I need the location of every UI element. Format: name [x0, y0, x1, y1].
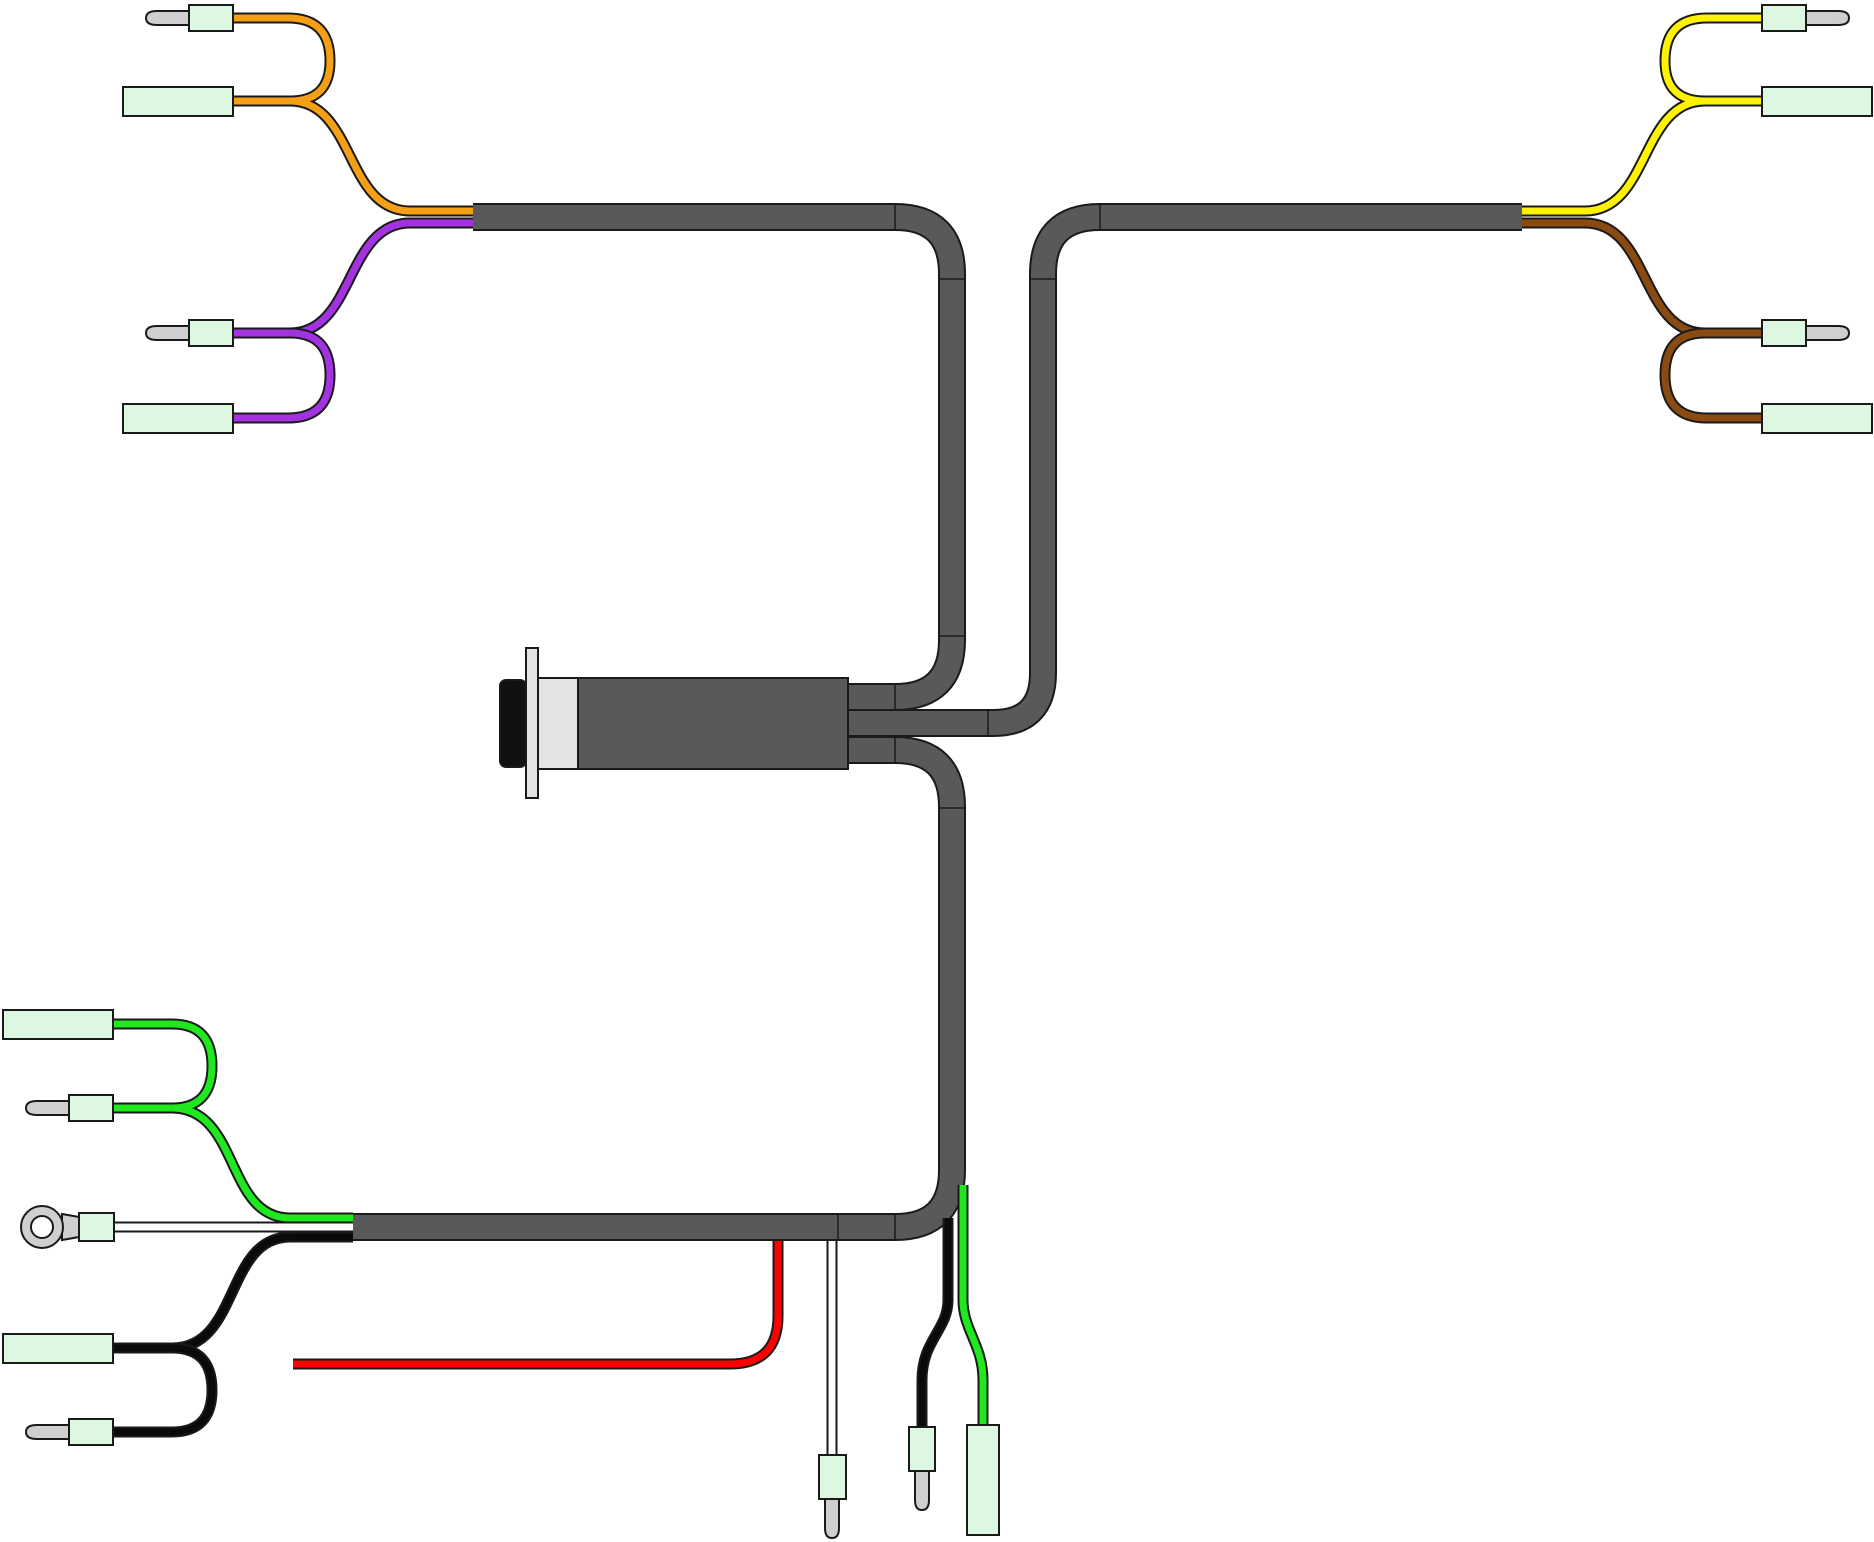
trunk-top-left	[473, 205, 964, 709]
spade-connector	[122, 86, 234, 117]
bullet-connector	[24, 1094, 114, 1122]
bullet-tip	[1805, 325, 1851, 341]
green-wire	[113, 1018, 353, 1224]
spade-connector	[1761, 86, 1873, 117]
bullet-connector	[908, 1426, 936, 1512]
bullet-connector	[818, 1454, 847, 1540]
black-wire-lower	[113, 1344, 216, 1436]
spade-connector	[966, 1424, 1000, 1536]
bullet-tip	[144, 10, 190, 26]
bullet-connector	[144, 319, 234, 347]
orange-wire-upper	[233, 14, 473, 215]
sheathed-trunks	[353, 203, 1522, 1241]
purple-wire	[233, 217, 473, 424]
orange-wire	[233, 12, 473, 217]
terminal-sleeve	[1761, 319, 1807, 347]
green-wire-bottom	[957, 1185, 989, 1425]
wires	[113, 12, 1762, 1455]
yellow-wire	[1522, 12, 1762, 217]
terminal-sleeve	[68, 1418, 114, 1446]
spade-connector	[122, 403, 234, 434]
brown-wire	[1522, 217, 1762, 424]
terminal-sleeve	[908, 1426, 936, 1472]
bullet-connector	[144, 4, 234, 32]
bullet-connector	[24, 1418, 114, 1446]
connector-flange	[525, 647, 539, 799]
sheath-joints	[837, 203, 1101, 1241]
black-wire-lead	[918, 1218, 952, 1427]
terminal-sleeve	[188, 319, 234, 347]
terminal-sleeve	[68, 1094, 114, 1122]
purple-wire-lower	[233, 329, 334, 422]
brown-wire-lower	[1661, 329, 1762, 422]
trunk-top-right	[848, 205, 1522, 735]
bullet-tip	[1805, 10, 1851, 26]
ring-neck	[61, 1212, 80, 1242]
yellow-wire-upper	[1522, 14, 1762, 215]
terminals	[2, 4, 1873, 1540]
black-wire	[113, 1231, 353, 1438]
bullet-tip	[824, 1498, 840, 1540]
green-wire-upper	[113, 1020, 353, 1222]
green-wire-lead	[959, 1185, 987, 1425]
bullet-connector	[1761, 4, 1851, 32]
spade-connector	[2, 1009, 114, 1040]
spade-connector	[2, 1333, 114, 1364]
connector-seal	[499, 679, 527, 768]
connector-body	[577, 677, 849, 770]
terminal-sleeve	[78, 1212, 115, 1242]
terminal-sleeve	[188, 4, 234, 32]
grommet-connector	[499, 647, 849, 799]
red-wire-lead	[293, 1241, 782, 1368]
ring-hole	[30, 1215, 54, 1239]
terminal-sleeve	[1761, 4, 1807, 32]
terminal-sleeve	[818, 1454, 847, 1500]
bullet-tip	[914, 1470, 930, 1512]
connector-collar	[537, 677, 579, 770]
bullet-tip	[24, 1100, 70, 1116]
black-wire-bottom	[916, 1218, 954, 1427]
bullet-connector	[1761, 319, 1851, 347]
ring-terminal	[20, 1205, 115, 1249]
spade-connector	[1761, 403, 1873, 434]
trunk-bottom	[353, 738, 964, 1239]
red-wire	[293, 1241, 784, 1370]
bullet-tip	[144, 325, 190, 341]
bullet-tip	[24, 1424, 70, 1440]
